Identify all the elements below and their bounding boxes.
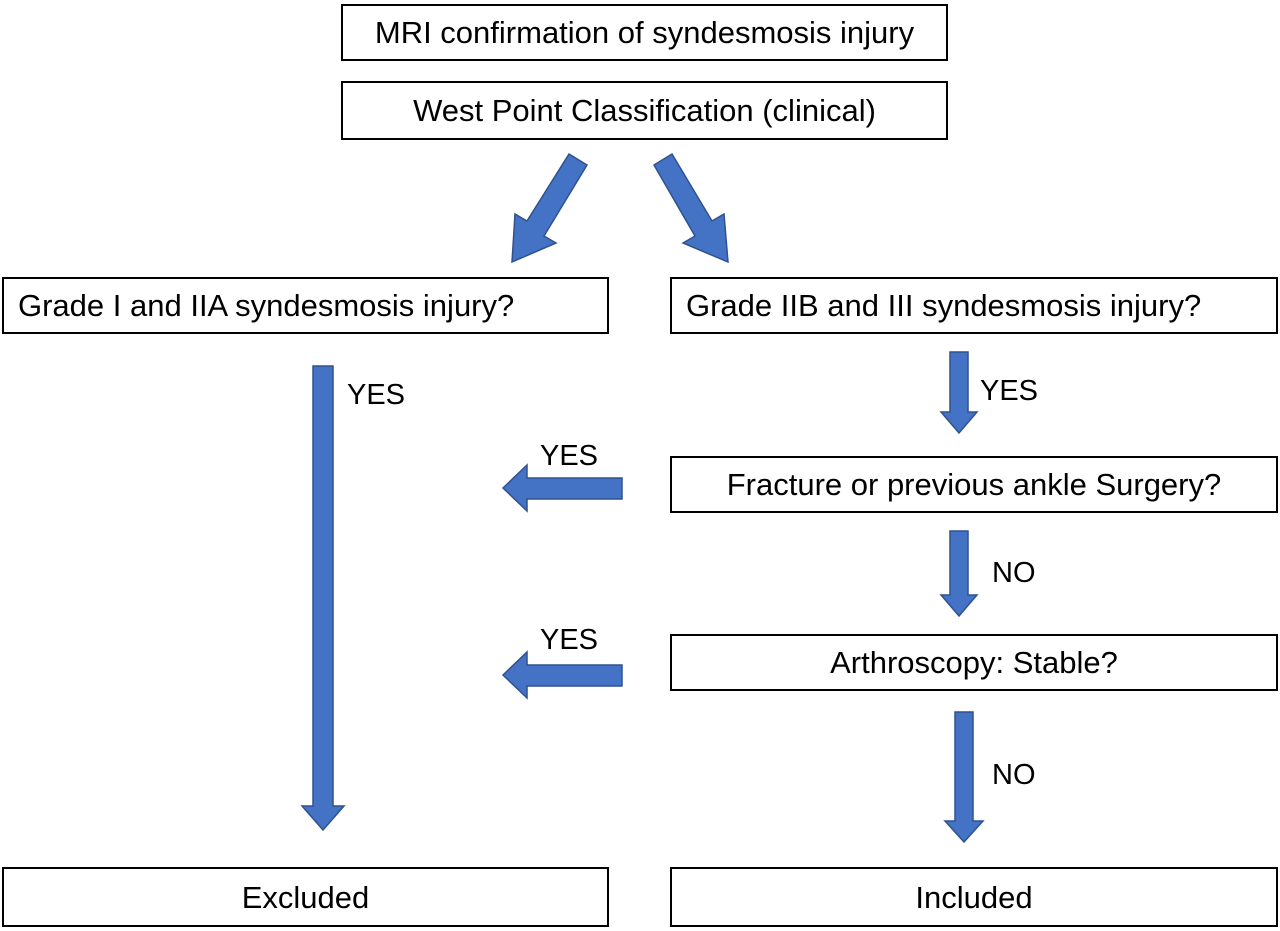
grade-low-text: Grade I and IIA syndesmosis injury? xyxy=(18,288,515,323)
arrow-to-fracture xyxy=(939,351,979,435)
excluded-text: Excluded xyxy=(241,879,370,915)
included-text: Included xyxy=(915,879,1033,915)
arthroscopy-box: Arthroscopy: Stable? xyxy=(670,634,1278,691)
fracture-yes-label: YES xyxy=(540,440,599,472)
included-box: Included xyxy=(670,867,1278,927)
arrow-to-excluded xyxy=(300,365,346,832)
west-point-classification-text: West Point Classification (clinical) xyxy=(413,93,876,128)
fracture-box: Fracture or previous ankle Surgery? xyxy=(670,456,1278,513)
arrow-arthroscopy-yes xyxy=(501,650,623,700)
arrow-fracture-yes xyxy=(501,463,623,513)
grade-low-yes-label: YES xyxy=(347,379,406,411)
arrow-to-arthroscopy xyxy=(939,530,979,618)
arrow-to-included xyxy=(943,711,985,844)
grade-low-box: Grade I and IIA syndesmosis injury? xyxy=(2,277,609,334)
grade-high-yes-label: YES xyxy=(980,375,1039,407)
grade-high-box: Grade IIB and III syndesmosis injury? xyxy=(670,277,1278,334)
arthroscopy-text: Arthroscopy: Stable? xyxy=(830,645,1118,680)
arrow-to-grade-low xyxy=(511,152,589,264)
mri-confirmation-text: MRI confirmation of syndesmosis injury xyxy=(374,15,915,50)
excluded-box: Excluded xyxy=(2,867,609,927)
arthroscopy-yes-label: YES xyxy=(540,624,599,656)
fracture-no-label: NO xyxy=(992,557,1036,589)
grade-high-text: Grade IIB and III syndesmosis injury? xyxy=(686,288,1202,323)
arrow-to-grade-high xyxy=(652,152,729,264)
mri-confirmation-box: MRI confirmation of syndesmosis injury xyxy=(341,4,948,61)
fracture-text: Fracture or previous ankle Surgery? xyxy=(726,467,1222,502)
west-point-classification-box: West Point Classification (clinical) xyxy=(341,81,948,140)
arthroscopy-no-label: NO xyxy=(992,759,1036,791)
